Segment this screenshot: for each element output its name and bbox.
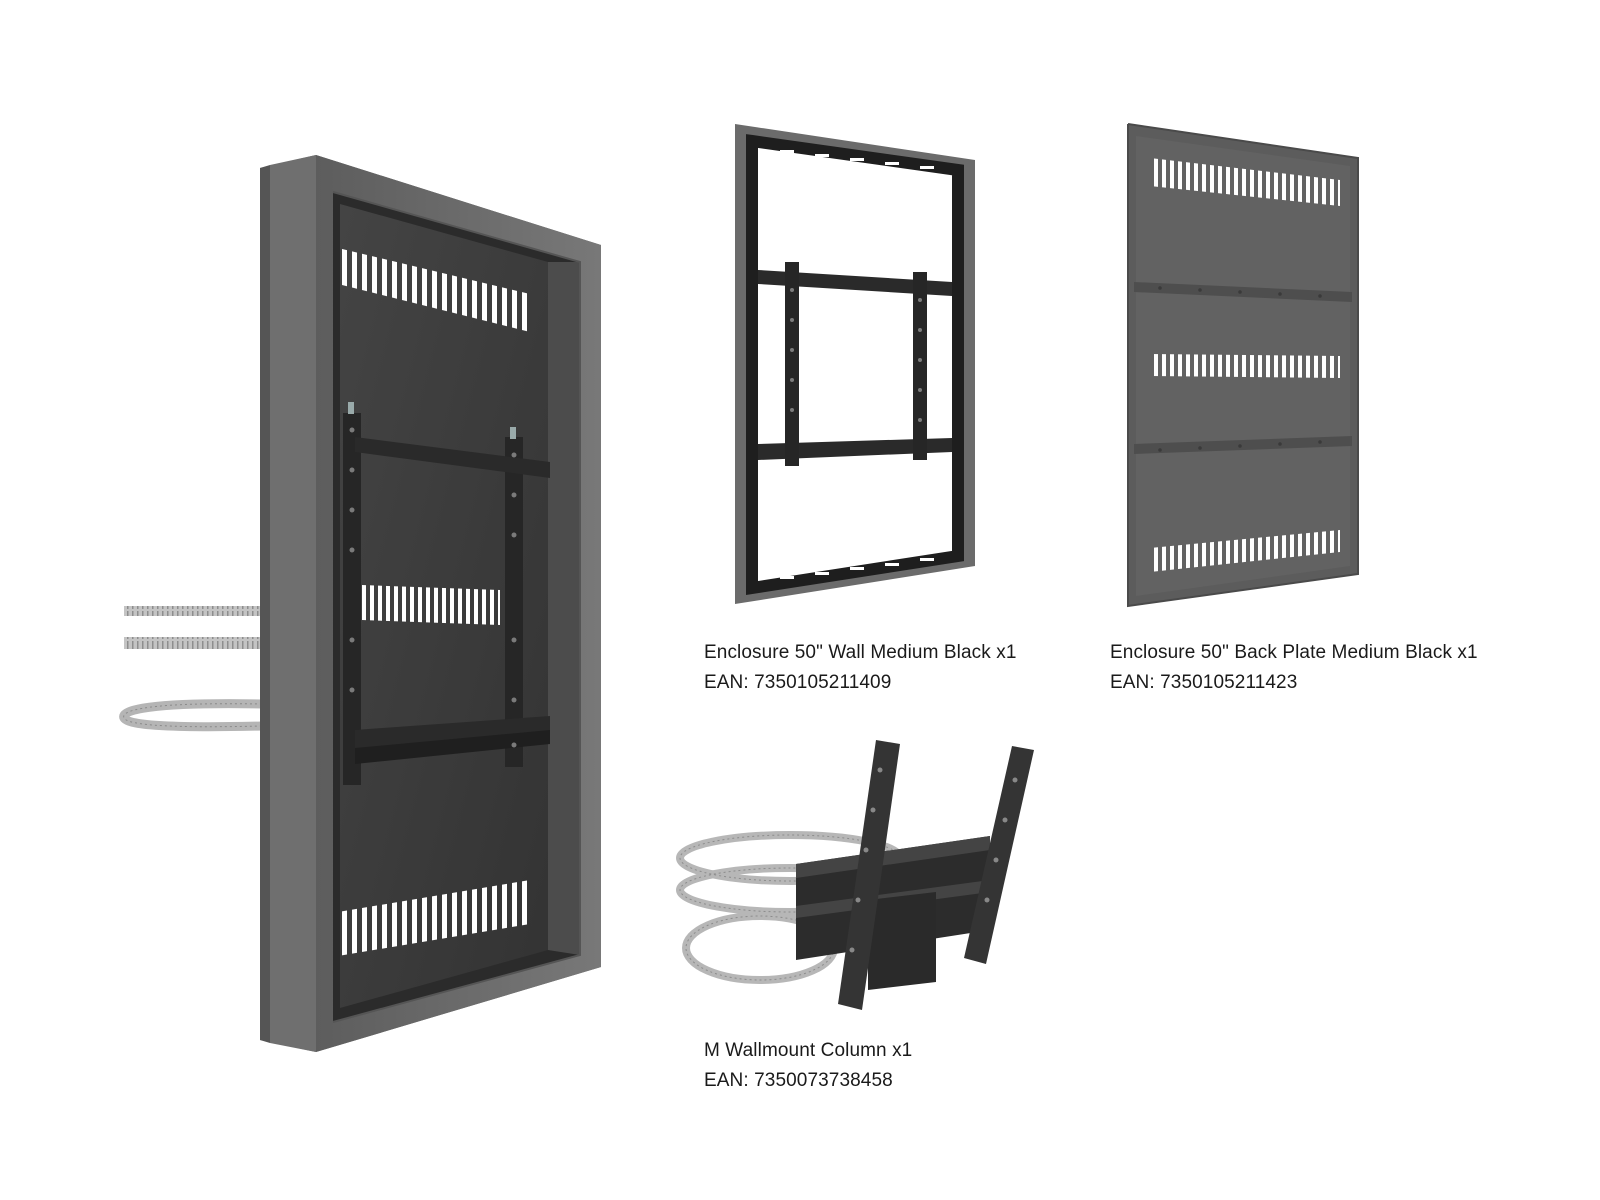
product-caption-back-plate: Enclosure 50" Back Plate Medium Black x1… (1110, 638, 1478, 698)
product-name: M Wallmount Column x1 (704, 1040, 913, 1061)
enclosure-assembled-illustration (119, 155, 601, 1052)
enclosure-mount-bracket (343, 402, 550, 785)
product-caption-enclosure-wall: Enclosure 50" Wall Medium Black x1 EAN: … (704, 638, 1017, 698)
enclosure-back-plate-illustration (1127, 123, 1359, 608)
product-name: Enclosure 50" Wall Medium Black x1 (704, 642, 1017, 663)
column-bands-left (119, 606, 263, 732)
product-caption-wallmount-column: M Wallmount Column x1 EAN: 7350073738458 (704, 1036, 912, 1096)
product-ean: EAN: 7350073738458 (704, 1070, 893, 1091)
product-name: Enclosure 50" Back Plate Medium Black x1 (1110, 642, 1478, 663)
product-ean: EAN: 7350105211423 (1110, 672, 1298, 693)
wallmount-column-illustration (676, 740, 1034, 1010)
enclosure-wall-illustration (735, 124, 975, 604)
product-ean: EAN: 7350105211409 (704, 672, 892, 693)
